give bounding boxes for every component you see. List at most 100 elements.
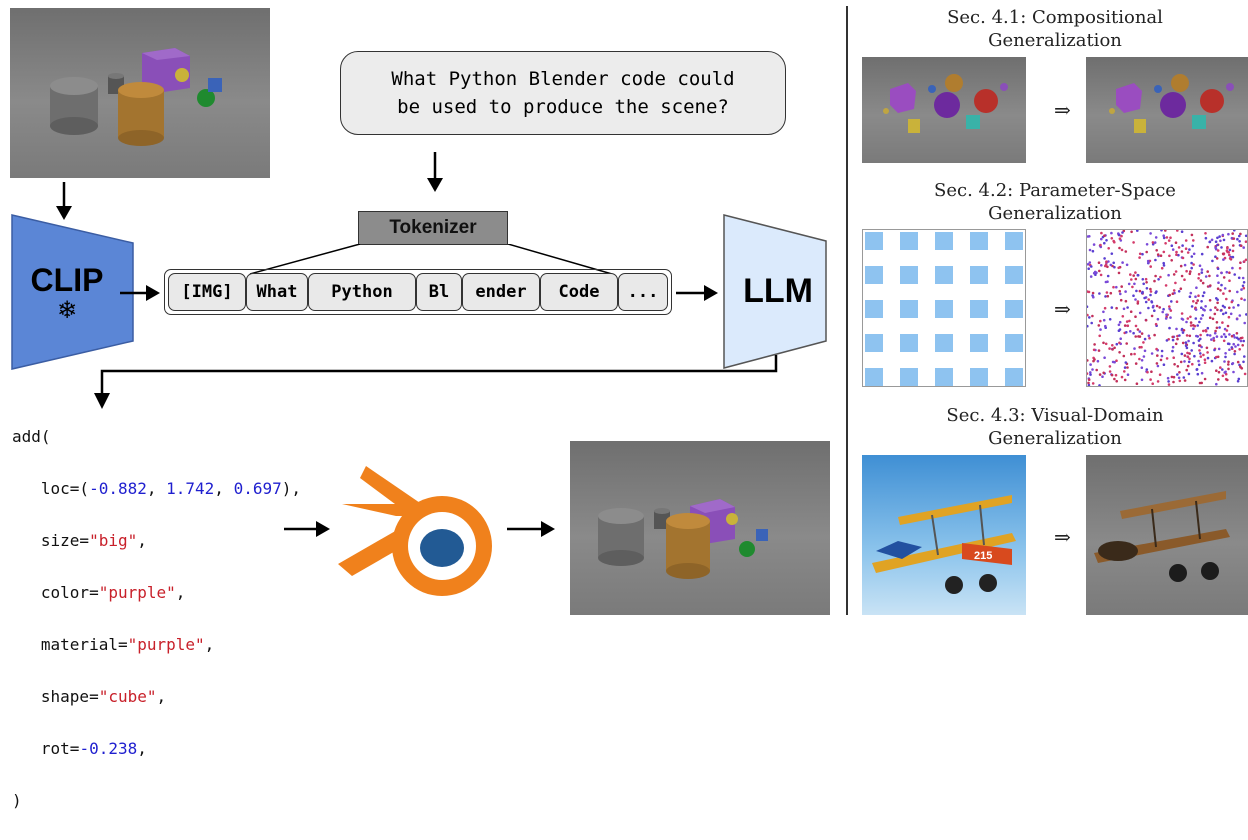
- scatter-dot: [1172, 289, 1176, 292]
- scatter-dot: [1148, 336, 1151, 340]
- scatter-dot: [1103, 356, 1106, 359]
- scatter-dot: [1114, 373, 1118, 377]
- scatter-dot: [1134, 271, 1137, 274]
- scatter-dot: [1115, 342, 1119, 346]
- scatter-dot: [1184, 239, 1188, 242]
- section-1-implies: ⇒: [1054, 98, 1071, 122]
- scatter-dot: [1120, 234, 1123, 238]
- scatter-dot: [1197, 272, 1201, 276]
- scatter-dot: [1162, 264, 1166, 267]
- scatter-dot: [1118, 320, 1122, 324]
- scatter-dot: [1165, 313, 1168, 316]
- scatter-dot: [1175, 300, 1179, 303]
- scatter-dot: [1214, 246, 1217, 249]
- scatter-dot: [1126, 324, 1130, 327]
- scatter-dot: [1227, 363, 1230, 366]
- scatter-dot: [1151, 382, 1154, 385]
- scatter-dot: [1118, 351, 1121, 354]
- scatter-dot: [1158, 373, 1162, 376]
- scatter-dot: [1120, 248, 1124, 252]
- scatter-dot: [1151, 241, 1155, 244]
- scatter-dot: [1162, 236, 1166, 240]
- scatter-dot: [1106, 294, 1110, 298]
- scatter-dot: [1186, 317, 1190, 320]
- scatter-dot: [1153, 333, 1156, 337]
- scatter-dot: [1217, 347, 1221, 351]
- scatter-dot: [1127, 282, 1131, 286]
- scatter-dot: [1226, 324, 1230, 328]
- scene-objects: [50, 48, 222, 146]
- scatter-dot: [1118, 341, 1121, 345]
- grid-square: [900, 368, 918, 386]
- scatter-dot: [1179, 360, 1183, 364]
- scatter-dot: [1144, 300, 1148, 304]
- code-line-material: material="purple",: [12, 635, 215, 654]
- scatter-dot: [1227, 367, 1230, 371]
- grid-square: [935, 232, 953, 250]
- scatter-dot: [1155, 347, 1158, 351]
- scatter-dot: [1188, 248, 1191, 251]
- scatter-dot: [1201, 294, 1205, 298]
- scatter-dot: [1186, 364, 1190, 368]
- scatter-dot: [1106, 265, 1109, 269]
- scatter-dot: [1185, 334, 1189, 337]
- scatter-dot: [1216, 308, 1219, 312]
- scatter-dot: [1189, 270, 1192, 273]
- scatter-dot: [1231, 266, 1234, 270]
- scatter-dot: [1177, 376, 1181, 380]
- scatter-dot: [1088, 235, 1091, 238]
- scatter-dot: [1228, 342, 1231, 346]
- grid-square: [935, 300, 953, 318]
- scatter-dot: [1239, 365, 1242, 368]
- scatter-dot: [1099, 319, 1102, 323]
- token-ellipsis: ...: [618, 273, 668, 311]
- scatter-dot: [1153, 309, 1156, 312]
- scatter-dot: [1181, 341, 1185, 345]
- scatter-dot: [1206, 326, 1210, 330]
- scatter-dot: [1241, 344, 1244, 347]
- scatter-dot: [1216, 301, 1219, 305]
- scatter-dot: [1162, 234, 1165, 237]
- scatter-dot: [1091, 314, 1094, 318]
- scatter-dot: [1153, 279, 1156, 283]
- scatter-dot: [1224, 355, 1227, 359]
- scatter-dot: [1225, 297, 1228, 301]
- scatter-dot: [1188, 352, 1191, 355]
- scatter-dot: [1149, 232, 1152, 235]
- scatter-dot: [1133, 347, 1136, 350]
- scatter-dot: [1215, 335, 1219, 338]
- scatter-dot: [1177, 290, 1181, 293]
- scatter-dot: [1194, 317, 1198, 320]
- scatter-dot: [1155, 304, 1159, 308]
- scatter-dot: [1125, 342, 1128, 345]
- scatter-dot: [1210, 238, 1214, 242]
- scatter-dot: [1214, 255, 1217, 258]
- scatter-dot: [1226, 246, 1229, 250]
- scatter-dot: [1171, 248, 1175, 251]
- scatter-dot: [1191, 362, 1194, 366]
- token-code: Code: [540, 273, 618, 311]
- grid-square: [865, 266, 883, 284]
- scatter-dot: [1162, 250, 1166, 254]
- scatter-dot: [1153, 241, 1157, 244]
- scatter-dot: [1124, 361, 1128, 364]
- grid-square: [970, 368, 988, 386]
- scatter-dot: [1236, 360, 1240, 364]
- scatter-dot: [1156, 317, 1160, 321]
- scatter-dot: [1242, 246, 1245, 249]
- scatter-dot: [1197, 359, 1200, 363]
- scatter-dot: [1232, 342, 1235, 346]
- clip-encoder: [11, 214, 134, 370]
- scatter-dot: [1088, 261, 1092, 264]
- scatter-dot: [1204, 232, 1207, 235]
- scatter-dot: [1219, 239, 1222, 243]
- arrow-code-to-blender: [284, 521, 330, 537]
- scatter-dot: [1215, 382, 1218, 386]
- scatter-dot: [1222, 276, 1226, 279]
- scatter-dot: [1164, 284, 1168, 287]
- panel-divider: [846, 6, 848, 615]
- scatter-dot: [1195, 301, 1198, 305]
- scatter-dot: [1143, 296, 1146, 300]
- scatter-dot: [1137, 335, 1140, 338]
- scatter-dot: [1165, 357, 1169, 360]
